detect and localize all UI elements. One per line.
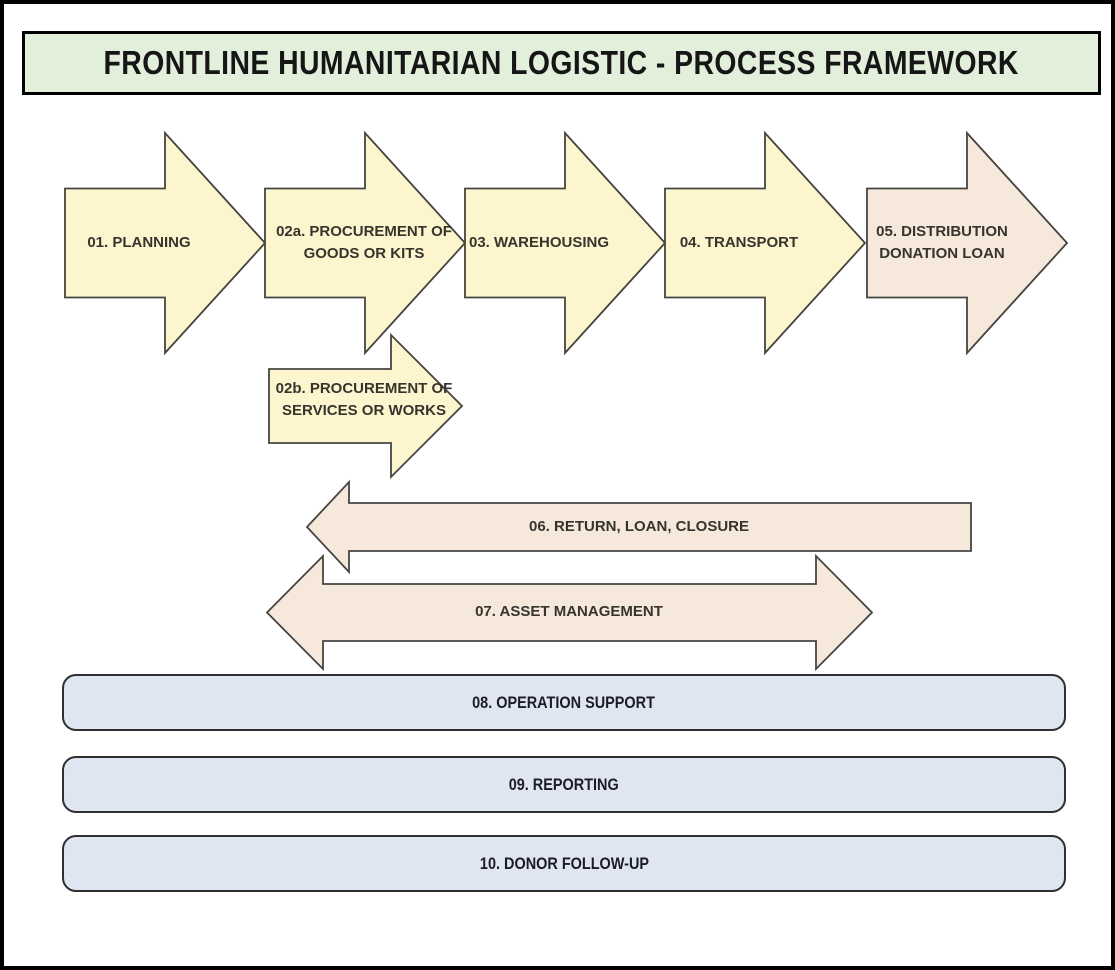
process-arrow-07 [265,553,874,672]
right-arrow-shape [264,130,467,356]
process-arrow-03 [464,130,667,356]
process-arrow-04 [664,130,867,356]
arrow-polygon [305,479,972,575]
arrow-label-04: 04. TRANSPORT [679,234,799,251]
right-arrow-shape [268,332,464,480]
process-arrow-02a [264,130,467,356]
arrow-label-07: 07. ASSET MANAGEMENT [475,603,663,620]
support-bar-09: 09. REPORTING [62,756,1066,813]
arrow-polygon [264,130,467,356]
arrow-label-02a: 02a. PROCUREMENT OF GOODS OR KITS [276,223,452,262]
arrow-label-05: 05. DISTRIBUTION DONATION LOAN [876,223,1008,262]
process-arrow-06 [305,479,972,575]
arrow-label-06: 06. RETURN, LOAN, CLOSURE [528,518,750,535]
bar-label-10: 10. DONOR FOLLOW-UP [479,853,649,873]
process-arrow-05 [866,130,1069,356]
bar-label-09: 09. REPORTING [508,774,619,794]
process-arrow-01 [64,130,267,356]
process-arrow-02b [268,332,464,480]
right-arrow-shape [64,130,267,356]
arrow-polygon [866,130,1069,356]
arrow-label-03: 03. WAREHOUSING [468,234,610,251]
arrow-label-01: 01. PLANNING [87,234,191,251]
bar-label-08: 08. OPERATION SUPPORT [472,692,656,712]
double-arrow-shape [265,553,874,672]
arrow-polygon [268,332,464,480]
right-arrow-shape [464,130,667,356]
arrow-polygon [265,553,874,672]
arrow-polygon [64,130,267,356]
arrow-polygon [464,130,667,356]
left-arrow-shape [305,479,972,575]
title-banner: FRONTLINE HUMANITARIAN LOGISTIC - PROCES… [22,31,1101,95]
arrow-polygon [664,130,867,356]
right-arrow-shape [866,130,1069,356]
right-arrow-shape [664,130,867,356]
page-title: FRONTLINE HUMANITARIAN LOGISTIC - PROCES… [103,44,1020,81]
arrow-label-02b: 02b. PROCUREMENT OF SERVICES OR WORKS [275,380,453,419]
support-bar-08: 08. OPERATION SUPPORT [62,674,1066,731]
support-bar-10: 10. DONOR FOLLOW-UP [62,835,1066,892]
